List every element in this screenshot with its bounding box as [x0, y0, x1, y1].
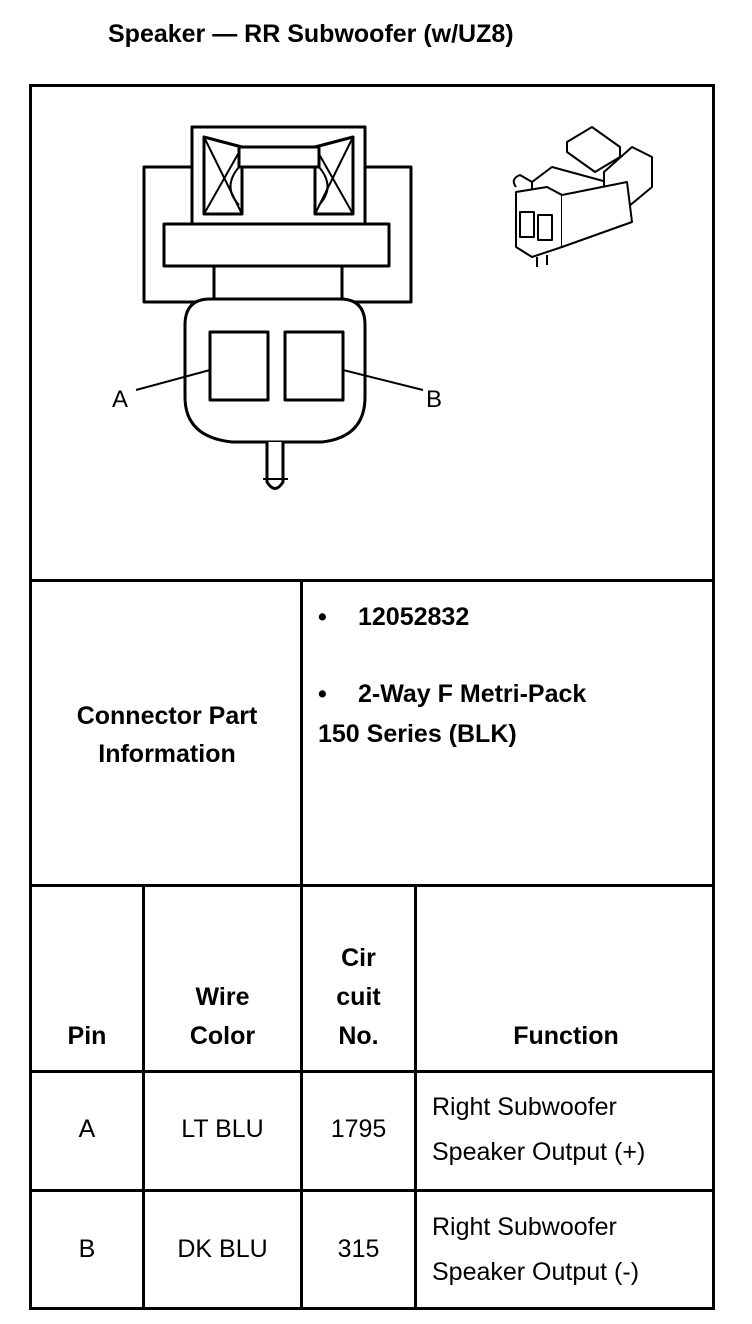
divider-header [32, 1070, 712, 1073]
function-cell: Right Subwoofer Speaker Output (+) [432, 1093, 646, 1166]
bullet: • [318, 680, 327, 708]
connector-part-info-label: Connector Part Information [76, 702, 258, 768]
connector-figure: A B [112, 125, 653, 490]
header-function: Function [513, 1022, 619, 1050]
pin-label-b: B [426, 386, 442, 413]
cavity-a [208, 330, 270, 402]
divider-cpi [32, 884, 712, 887]
col-divider-2 [300, 884, 303, 1310]
divider-figure [32, 579, 712, 582]
page-title: Speaker — RR Subwoofer (w/UZ8) [108, 20, 514, 48]
divider-cpi-vertical [300, 579, 303, 887]
col-divider-3 [414, 884, 417, 1310]
part-number: •12052832 [318, 597, 469, 637]
pin-cell: B [78, 1235, 96, 1263]
pin-label-a: A [112, 386, 128, 413]
function-cell: Right Subwoofer Speaker Output (-) [432, 1213, 640, 1286]
key-tab [265, 442, 285, 490]
connector-description: •2-Way F Metri-Pack 150 Series (BLK) [318, 674, 586, 754]
circuit-cell: 1795 [330, 1115, 387, 1143]
divider-row [32, 1189, 712, 1192]
bullet: • [318, 603, 327, 631]
header-pin: Pin [67, 1022, 107, 1050]
connector-3d-thumbnail [512, 126, 653, 267]
wire-color-cell: LT BLU [181, 1115, 264, 1143]
connector-sheet: A B Connector Part Information •12052832… [29, 84, 715, 1310]
header-wire-color: Wire Color [189, 983, 256, 1050]
cavity-b [283, 330, 345, 402]
col-divider-1 [142, 884, 145, 1310]
wire-color-cell: DK BLU [177, 1235, 268, 1263]
pin-cell: A [78, 1115, 96, 1143]
connector-crossbar [162, 222, 391, 268]
circuit-cell: 315 [337, 1235, 380, 1263]
header-circuit-no: Cir cuit No. [336, 944, 381, 1050]
